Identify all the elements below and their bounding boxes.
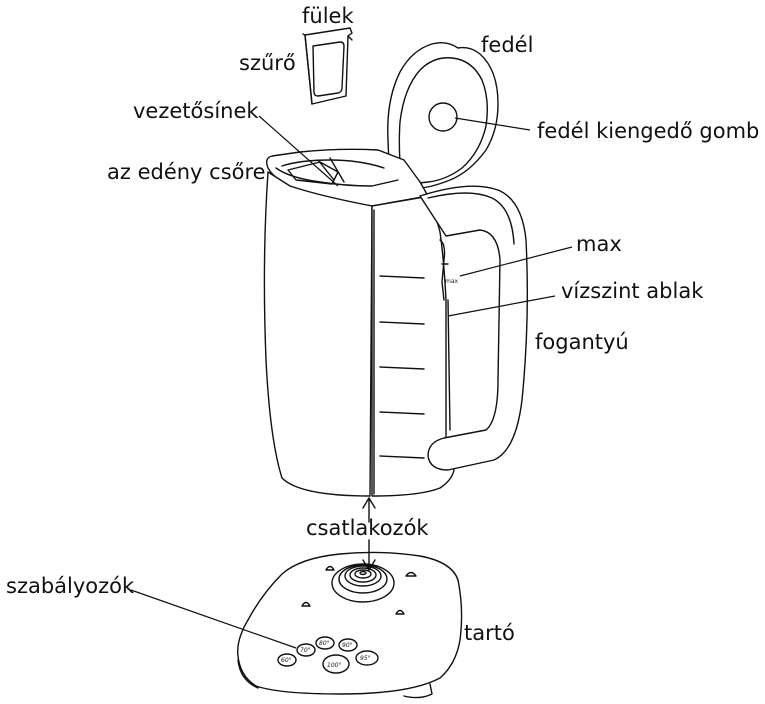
lid-release-button bbox=[428, 102, 458, 132]
label-base: tartó bbox=[464, 621, 515, 645]
connector-arrows bbox=[362, 497, 376, 571]
temp-button-70-label: 70° bbox=[300, 647, 311, 654]
temp-button-80[interactable] bbox=[315, 636, 335, 650]
kettle-handle bbox=[419, 185, 529, 471]
temp-button-60-label: 60° bbox=[281, 657, 292, 664]
temp-button-95[interactable] bbox=[355, 650, 379, 666]
label-handle: fogantyú bbox=[535, 330, 629, 354]
label-tabs: fülek bbox=[302, 4, 354, 28]
kettle-lid bbox=[387, 41, 499, 197]
temp-button-80-label: 80° bbox=[319, 640, 330, 647]
label-controls: szabályozók bbox=[6, 574, 135, 598]
window-max-mark: max bbox=[445, 278, 459, 285]
label-lid-release-button: fedél kiengedő gomb bbox=[537, 119, 759, 143]
leader-lines bbox=[130, 115, 573, 649]
temp-button-70[interactable] bbox=[296, 643, 316, 657]
filter bbox=[302, 27, 353, 105]
label-water-level-window: vízszint ablak bbox=[561, 279, 704, 303]
label-lid: fedél bbox=[481, 33, 533, 57]
temp-button-95-label: 95° bbox=[360, 655, 371, 662]
temp-button-90-label: 90° bbox=[342, 642, 353, 649]
kettle-base: 60° 70° 80° 90° 95° 100° bbox=[237, 551, 463, 699]
label-filter: szűrő bbox=[239, 51, 296, 75]
temp-button-90[interactable] bbox=[338, 638, 358, 652]
callouts: fülek szűrő fedél vezetősínek fedél kien… bbox=[6, 4, 759, 645]
temp-button-100[interactable] bbox=[322, 654, 350, 674]
label-guide-rails: vezetősínek bbox=[133, 99, 259, 123]
label-spout: az edény csőre bbox=[107, 160, 266, 184]
temp-button-60[interactable] bbox=[277, 653, 297, 667]
temp-button-100-label: 100° bbox=[327, 662, 341, 669]
label-max: max bbox=[576, 232, 622, 256]
label-connectors: csatlakozók bbox=[306, 516, 429, 540]
kettle-body: max bbox=[263, 148, 459, 497]
